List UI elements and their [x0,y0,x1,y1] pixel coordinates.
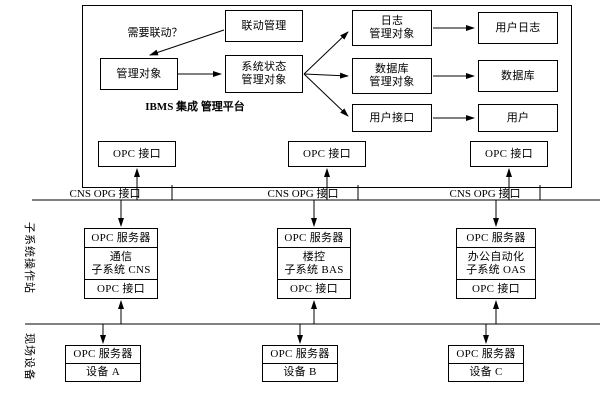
node-database-management-object[interactable]: 数据库 管理对象 [352,58,432,94]
node-log-management-object-line2: 管理对象 [369,28,415,40]
node-database-management-object-line2: 管理对象 [369,76,415,88]
device-3[interactable]: 设备 C [448,363,524,382]
platform-opc-interface-2[interactable]: OPC 接口 [288,141,366,167]
subsystem-3-opc-server-label: OPC 服务器 [466,231,526,244]
subsystem-3-opc-interface[interactable]: OPC 接口 [456,279,536,299]
device-1-opc-server-label: OPC 服务器 [73,348,133,361]
bus-label-2: CNS OPG 接口 [267,188,339,200]
platform-caption: IBMS 集成 管理平台 [140,101,250,114]
device-2-opc-server-label: OPC 服务器 [270,348,330,361]
platform-opc-interface-3-label: OPC 接口 [485,147,533,160]
node-log-management-object-line1: 日志 [380,15,404,28]
node-managed-object-label: 管理对象 [116,67,162,80]
platform-caption-line2: 管理平台 [200,101,245,113]
node-database[interactable]: 数据库 [478,60,558,92]
subsystem-3-opc-server[interactable]: OPC 服务器 [456,228,536,248]
subsystem-2-opc-server-label: OPC 服务器 [284,231,344,244]
node-user-log[interactable]: 用户日志 [478,12,558,44]
node-user-log-label: 用户日志 [495,21,541,34]
subsystem-2-opc-server[interactable]: OPC 服务器 [277,228,351,248]
linkage-condition-label: 需要联动？ [127,27,183,39]
subsystem-1-opc-interface[interactable]: OPC 接口 [84,279,158,299]
node-user-label: 用户 [506,111,530,124]
subsystem-1-opc-server-label: OPC 服务器 [91,231,151,244]
device-1-label: 设备 A [86,366,120,379]
subsystem-1-name-line2: 子系统 CNS [91,263,151,276]
subsystem-3-opc-interface-label: OPC 接口 [472,282,520,295]
platform-opc-interface-1[interactable]: OPC 接口 [98,141,176,167]
node-managed-object[interactable]: 管理对象 [100,58,178,90]
node-database-management-object-line1: 数据库 [375,63,409,76]
device-3-opc-server-label: OPC 服务器 [456,348,516,361]
device-3-label: 设备 C [469,366,503,379]
node-user[interactable]: 用户 [478,104,558,132]
node-user-interface-label: 用户接口 [369,111,415,124]
platform-opc-interface-3[interactable]: OPC 接口 [470,141,548,167]
subsystem-1-body[interactable]: 通信 子系统 CNS [84,247,158,280]
node-user-interface[interactable]: 用户接口 [352,104,432,132]
subsystem-1-name-line1: 通信 [109,250,133,263]
subsystem-2-opc-interface-label: OPC 接口 [290,282,338,295]
band-label-field-devices: 现场设备 [23,333,35,381]
device-2-label: 设备 B [283,366,317,379]
device-2[interactable]: 设备 B [262,363,338,382]
device-2-opc-server[interactable]: OPC 服务器 [262,345,338,364]
subsystem-2-opc-interface[interactable]: OPC 接口 [277,279,351,299]
device-3-opc-server[interactable]: OPC 服务器 [448,345,524,364]
band-label-subsystem-workstation: 子系统操作站 [23,222,35,294]
platform-caption-line1: IBMS 集成 [145,101,199,113]
subsystem-2-name-line1: 楼控 [302,250,326,263]
platform-opc-interface-1-label: OPC 接口 [113,147,161,160]
subsystem-2-name-line2: 子系统 BAS [284,263,344,276]
node-database-label: 数据库 [501,69,535,82]
subsystem-3-body[interactable]: 办公自动化 子系统 OAS [456,247,536,280]
bus-label-1: CNS OPG 接口 [69,188,141,200]
node-linkage-management-label: 联动管理 [241,19,287,32]
device-1-opc-server[interactable]: OPC 服务器 [65,345,141,364]
subsystem-3-name-line2: 子系统 OAS [466,263,526,276]
subsystem-1-opc-server[interactable]: OPC 服务器 [84,228,158,248]
bus-label-3: CNS OPG 接口 [449,188,521,200]
node-system-state-object-line1: 系统状态 [241,61,287,74]
platform-opc-interface-2-label: OPC 接口 [303,147,351,160]
device-1[interactable]: 设备 A [65,363,141,382]
node-system-state-object[interactable]: 系统状态 管理对象 [225,55,303,93]
subsystem-3-name-line1: 办公自动化 [467,250,525,263]
subsystem-2-body[interactable]: 楼控 子系统 BAS [277,247,351,280]
node-system-state-object-line2: 管理对象 [241,74,287,86]
subsystem-1-opc-interface-label: OPC 接口 [97,282,145,295]
node-linkage-management[interactable]: 联动管理 [225,10,303,42]
node-log-management-object[interactable]: 日志 管理对象 [352,10,432,46]
